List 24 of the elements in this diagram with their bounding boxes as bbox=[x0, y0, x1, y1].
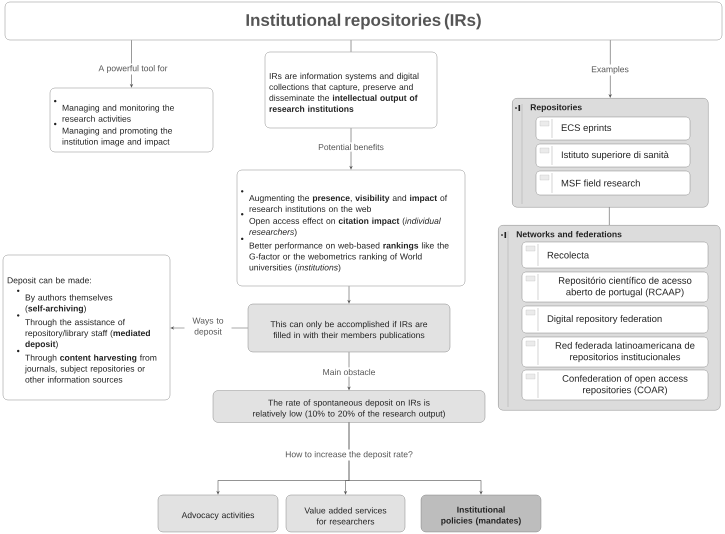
title-box: Institutional repositories (IRs) bbox=[4, 2, 722, 40]
edge-label: Main obstacle bbox=[321, 367, 377, 377]
obstacle-box: The rate of spontaneous deposit on IRs is relatively low (10% to 20% of the research output) bbox=[212, 390, 486, 423]
list-item-box: Istituto superiore di sanità bbox=[536, 144, 690, 168]
edge-label: A powerful tool for bbox=[96, 64, 170, 74]
strategy-box: Advocacy activities bbox=[158, 494, 278, 532]
edge-label: How to increase the deposit rate? bbox=[284, 450, 414, 460]
list-item-box: Repositório científico de acesso aberto de portugal (RCAAP) bbox=[522, 272, 708, 302]
list-item-box: ECS eprints bbox=[536, 116, 690, 140]
definition-box: IRs are information systems and digital collections that capture, preserve and disseminate the intellectual output of research institutions bbox=[264, 52, 438, 128]
bullet-list-box: Augmenting the presence, visibility and impact of research institutions on the web Open access effect on citation impact (individual researchers) Better performance on web-based rankings like the G-factor or the webometrics ranking of World universities (institutions) bbox=[236, 170, 466, 286]
bullet-list-box: Deposit can be made: By authors themselves (self-archiving) Through the assistance of repository/library staff (mediated deposit) Through content harvesting from journals, subject repositories or other information sources bbox=[2, 254, 170, 400]
list-item-box: Confederation of open access repositories (COAR) bbox=[522, 370, 708, 400]
strategy-box: Value added services for researchers bbox=[286, 494, 406, 532]
list-item-box: Recolecta bbox=[522, 242, 708, 268]
statement-box: This can only be accomplished if IRs are filled in with their members publications bbox=[248, 304, 450, 352]
edge-label: Examples bbox=[590, 64, 630, 76]
edge-label: Potential benefits bbox=[316, 142, 386, 152]
list-item-box: Digital repository federation bbox=[522, 306, 708, 334]
list-item-box: MSF field research bbox=[536, 170, 690, 196]
list-item-box: Red federada latinoamericana de repositorios institucionales bbox=[522, 336, 708, 368]
bullet-list-box: Managing and monitoring the research activities Managing and promoting the institution image and impact bbox=[50, 88, 214, 152]
strategy-box: Institutional policies (mandates) bbox=[420, 494, 542, 532]
edge-label: Ways to deposit bbox=[184, 316, 232, 338]
